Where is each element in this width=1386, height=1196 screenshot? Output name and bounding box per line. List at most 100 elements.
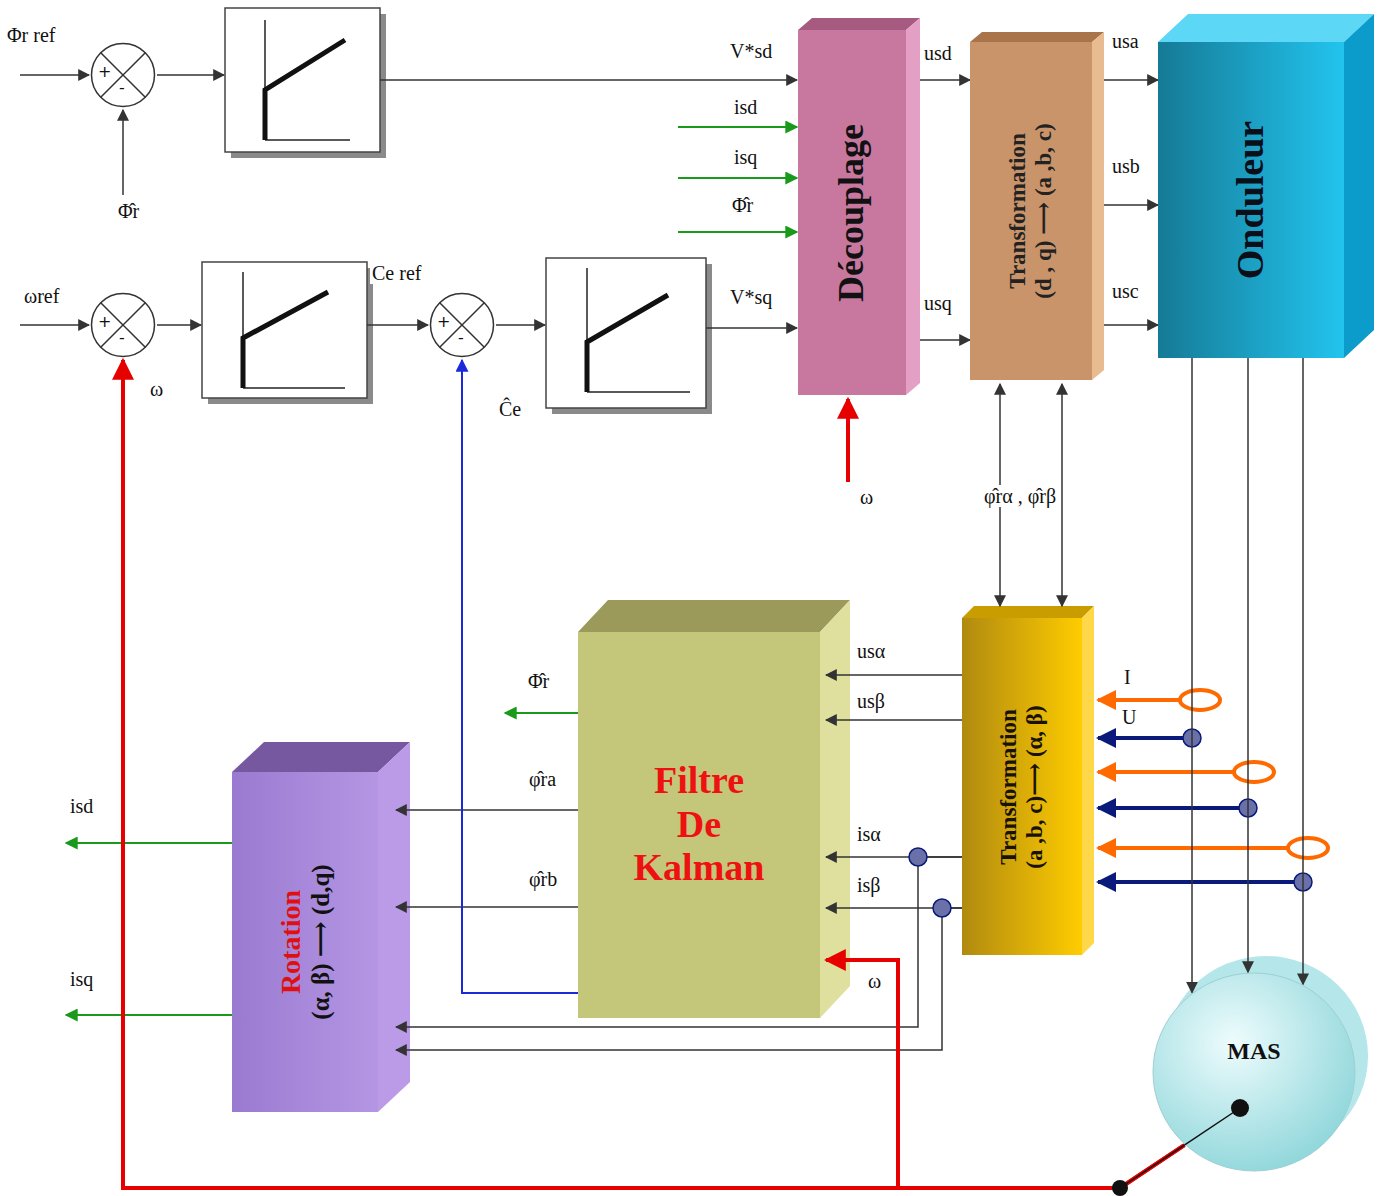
signal-name: φ̂rb — [527, 868, 559, 890]
signal-connector — [1104, 204, 1158, 206]
pi-regulator — [225, 8, 386, 158]
signal-label: V*sd — [728, 40, 774, 62]
block-title: Rotation(α, β) ⟶ (d,q) — [275, 864, 336, 1019]
sign-symbol: - — [119, 330, 125, 346]
edge-label: φ̂rb — [527, 868, 559, 890]
induction-motor: MAS — [1152, 972, 1356, 1172]
signal-connector — [920, 339, 970, 341]
summer-circle — [92, 44, 155, 107]
edge-label: usq — [922, 292, 954, 314]
signal-label: Ce ref — [370, 262, 423, 284]
signal-label: ω — [858, 486, 875, 508]
signal-name: φ̂ra — [527, 768, 558, 790]
kalman-filter-block: Filtre De Kalman — [578, 632, 820, 1018]
signal-name: ωref — [22, 285, 61, 307]
signal-connector — [396, 809, 578, 811]
signal-name: Φ̂r — [526, 670, 551, 692]
edge-label: usβ — [855, 690, 887, 712]
block-top-face — [962, 606, 1094, 618]
transform-block: Transformation(d , q) ⟶ (a ,b, c) — [970, 42, 1092, 380]
current-sensor — [1234, 762, 1274, 782]
edge-label: usα — [855, 640, 887, 662]
block-label: Filtre De Kalman — [634, 759, 765, 890]
summing-junction: +- — [90, 42, 156, 108]
signal-connector — [826, 960, 1184, 1188]
edge-label: isβ — [855, 874, 883, 896]
signal-name: Φ̂r — [730, 194, 755, 216]
block-label: (d , q) ⟶ (a ,b, c) — [1031, 123, 1057, 298]
block-faces — [232, 14, 1374, 1112]
signal-name: usd — [922, 42, 954, 64]
signal-label: isq — [732, 146, 759, 168]
pi-regulator — [546, 258, 712, 414]
summer-circle — [92, 294, 155, 357]
signal-wire — [122, 110, 124, 195]
regulator-box — [202, 262, 367, 398]
block-top-face — [578, 600, 850, 632]
voltage-measure — [1098, 880, 1295, 884]
edge-label: usa — [1110, 30, 1141, 52]
signal-label: Φ̂r — [730, 194, 755, 216]
signal-connector — [1247, 358, 1249, 972]
signal-wire — [367, 324, 428, 326]
voltage-measure — [1098, 806, 1240, 810]
signal-connector — [123, 360, 1184, 1188]
edge-label: φ̂rα , φ̂rβ — [982, 485, 1058, 507]
edge-label: ω — [148, 378, 165, 400]
edge-label: φ̂ra — [527, 768, 558, 790]
edge-label: ω — [866, 970, 883, 992]
axis — [243, 387, 345, 389]
signal-name: isq — [68, 968, 95, 990]
signal-name: usa — [1110, 30, 1141, 52]
green-output — [505, 712, 578, 714]
signal-label: isq — [68, 968, 95, 990]
edge-label: isα — [855, 823, 883, 845]
step-response — [243, 292, 328, 388]
signal-name: I — [1122, 666, 1133, 688]
block-title: Transformation(a ,b, c)⟶ (α, β) — [996, 705, 1049, 868]
signal-connector — [1104, 79, 1158, 81]
signal-name: usα — [855, 640, 887, 662]
block-label: (α, β) ⟶ (d,q) — [307, 864, 336, 1019]
edge-label: usd — [922, 42, 954, 64]
step-response — [265, 40, 345, 140]
sign-symbol: + — [437, 314, 450, 330]
summing-junction: +- — [429, 292, 495, 358]
sign-symbol: + — [98, 314, 111, 330]
signal-wire — [380, 79, 797, 81]
signal-name: Ce ref — [370, 262, 423, 284]
signal-name: Φ̂r — [116, 200, 141, 222]
branch-dot — [909, 848, 927, 866]
signal-wire — [157, 324, 201, 326]
current-measure — [1098, 698, 1180, 702]
signal-connector — [1191, 358, 1193, 993]
signal-connector — [826, 719, 962, 721]
block-title: Onduleur — [1229, 121, 1273, 279]
signal-label: Φ̂r — [116, 200, 141, 222]
signal-name: V*sd — [728, 40, 774, 62]
signal-wire — [157, 74, 224, 76]
current-sensor — [1180, 690, 1220, 710]
shaft-dot — [1231, 1099, 1249, 1117]
pi-regulator — [202, 262, 373, 404]
motor-face — [1153, 973, 1355, 1171]
regulator-box — [546, 258, 706, 408]
signal-label: U — [1120, 706, 1138, 728]
signal-name: Ĉe — [497, 398, 523, 420]
green-input — [678, 126, 797, 128]
signal-connector — [1104, 324, 1158, 326]
green-input — [678, 177, 797, 179]
sign-symbol: - — [458, 330, 464, 346]
block-label: Transformation — [996, 705, 1022, 868]
block-label: Onduleur — [1229, 121, 1273, 279]
edge-label: usc — [1110, 280, 1141, 302]
step-response — [587, 295, 668, 392]
signal-name: isd — [68, 795, 95, 817]
signal-wire — [496, 324, 545, 326]
signal-wire — [20, 324, 89, 326]
sign-symbol: + — [98, 64, 111, 80]
current-measure — [1098, 846, 1288, 850]
block-label: Découplage — [831, 124, 872, 302]
summer-circle — [431, 294, 494, 357]
block-title: Filtre De Kalman — [634, 759, 765, 890]
